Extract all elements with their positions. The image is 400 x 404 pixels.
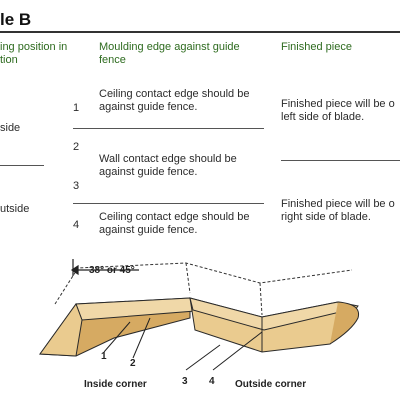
row-1-finished: Finished piece will be o left side of bl…	[281, 98, 395, 123]
header-position: ing position in tion	[0, 41, 68, 66]
row-number-2: 2	[73, 141, 80, 153]
row-1-edge: Ceiling contact edge should be against g…	[99, 88, 250, 113]
outside-corner-moulding	[189, 297, 360, 353]
row-number-4: 4	[73, 219, 80, 231]
angle-label: 38° or 45°	[89, 265, 135, 276]
rule-left-middle	[0, 165, 44, 166]
callout-2: 2	[130, 358, 136, 369]
row-number-3: 3	[73, 180, 80, 192]
row-3-edge: Wall contact edge should be against guid…	[99, 153, 237, 178]
inside-corner-moulding	[39, 297, 196, 357]
rule-row-3	[73, 203, 264, 204]
label-outside-corner: utside	[0, 203, 30, 215]
header-finished-piece: Finished piece	[281, 41, 352, 53]
angle-arrow	[70, 259, 139, 276]
callout-1: 1	[101, 351, 107, 362]
row-4-finished: Finished piece will be o right side of b…	[281, 198, 395, 223]
row-number-1: 1	[73, 102, 80, 114]
callout-leaders	[103, 317, 263, 371]
row-4-edge: Ceiling contact edge should be against g…	[99, 211, 250, 236]
label-inside-corner: side	[0, 122, 21, 134]
rule-finished-middle	[281, 160, 400, 161]
table-title: le B	[0, 10, 32, 29]
outside-corner-label: Outside corner	[235, 379, 306, 390]
inside-corner-label: Inside corner	[84, 379, 147, 390]
title-rule	[0, 31, 400, 33]
header-moulding-edge: Moulding edge against guide fence	[99, 41, 240, 66]
rule-row-1	[73, 128, 264, 129]
callout-4: 4	[209, 376, 215, 387]
dashed-outline	[54, 262, 353, 316]
callout-3: 3	[182, 376, 188, 387]
